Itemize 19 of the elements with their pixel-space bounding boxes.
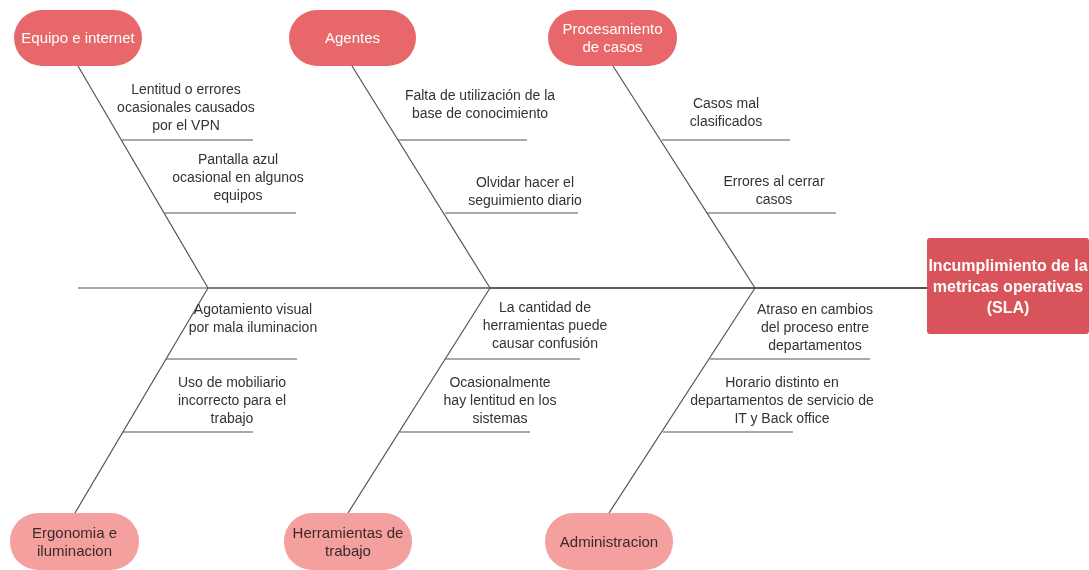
category-pill: Equipo e internet (14, 10, 142, 66)
category-pill: Ergonomia e iluminacion (10, 513, 139, 570)
cause-text: Uso de mobiliario incorrecto para el trabajo (176, 373, 288, 427)
cause-text: Agotamiento visual por mala iluminacion (188, 300, 318, 336)
category-pill: Herramientas de trabajo (284, 513, 412, 570)
cause-text: Ocasionalmente hay lentitud en los sistemas (442, 373, 558, 427)
cause-text: Olvidar hacer el seguimiento diario (467, 173, 583, 209)
cause-text: Pantalla azul ocasional en algunos equipos (171, 150, 305, 204)
category-pill: Administracion (545, 513, 673, 570)
cause-text: Horario distinto en departamentos de servicio de IT y Back office (689, 373, 875, 427)
cause-text: Errores al cerrar casos (722, 172, 826, 208)
category-pill: Procesamiento de casos (548, 10, 677, 66)
cause-text: Atraso en cambios del proceso entre departamentos (756, 300, 874, 354)
cause-text: La cantidad de herramientas puede causar confusión (481, 298, 609, 352)
cause-text: Casos mal clasificados (688, 94, 764, 130)
category-pill: Agentes (289, 10, 416, 66)
effect-box: Incumplimiento de la metricas operativas (SLA) (927, 238, 1089, 334)
cause-text: Falta de utilización de la base de conocimiento (403, 86, 557, 122)
cause-text: Lentitud o errores ocasionales causados por el VPN (116, 80, 256, 134)
